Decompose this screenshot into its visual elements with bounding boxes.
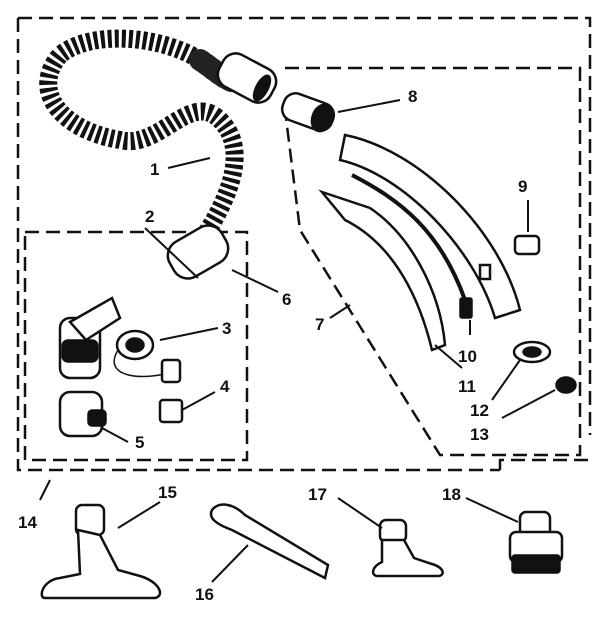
dusting-brush [508,510,564,574]
wand-upper [338,133,522,320]
wand-cord [351,173,467,301]
coupling-piece [280,92,336,133]
callout-17: 17 [308,485,327,504]
callout-12: 12 [470,401,489,420]
callout-13: 13 [470,425,489,444]
callout-18: 18 [442,485,461,504]
callout-10: 10 [458,347,477,366]
callout-11: 11 [458,377,476,396]
callout-5: 5 [135,433,144,452]
callout-15: 15 [158,483,177,502]
wand-clip [513,234,541,256]
callout-9: 9 [518,177,527,196]
callout-2: 2 [145,207,154,226]
swivel-kit-boundary [23,230,249,462]
callout-3: 3 [222,319,231,338]
callout-14: 14 [18,513,37,532]
wand-lower [318,189,447,352]
callout-6: 6 [282,290,291,309]
clip-and-cord [113,329,182,384]
leader-lines [39,99,556,583]
cuff-adapter [58,390,107,438]
upholstery-tool [371,518,444,578]
callout-1: 1 [150,160,159,179]
swivel-elbow [58,296,122,380]
callout-8: 8 [408,87,417,106]
floor-tool [40,503,162,600]
callout-labels: 1 2 3 4 5 6 7 8 9 10 11 12 13 14 15 16 1… [18,87,527,604]
small-clip [158,398,184,424]
callout-7: 7 [315,315,324,334]
hose-swivel-cuff [166,224,230,280]
kit-boundary [16,16,592,472]
small-grommet [555,376,577,394]
hose-assembly [39,29,278,280]
crevice-tool [209,503,330,580]
callout-16: 16 [195,585,214,604]
callout-4: 4 [220,377,230,396]
